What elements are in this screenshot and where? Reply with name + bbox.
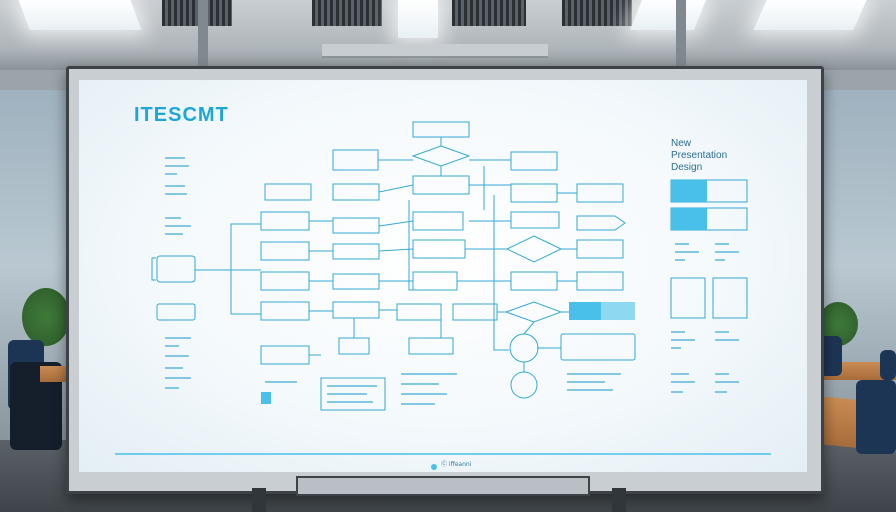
flowchart-diagram — [115, 121, 771, 470]
flow-box — [412, 239, 466, 259]
flow-circle — [510, 371, 538, 399]
flow-box — [412, 211, 464, 231]
flow-box — [264, 183, 312, 201]
flow-box — [332, 183, 380, 201]
flow-box — [510, 211, 560, 229]
flow-box — [576, 183, 624, 203]
ceiling-vent — [312, 0, 382, 26]
desk — [40, 366, 68, 382]
stand-leg — [252, 488, 266, 512]
ceiling-vent — [562, 0, 632, 26]
side-title-line: Design — [671, 162, 703, 173]
accent-block — [671, 208, 707, 230]
flow-box — [510, 151, 558, 171]
flow-decision — [411, 145, 471, 167]
accent-block — [671, 180, 707, 202]
scribble-text — [165, 157, 739, 405]
flow-box — [412, 121, 470, 138]
ceiling-light-right — [629, 0, 707, 30]
flow-box — [260, 345, 310, 365]
flow-box — [260, 211, 310, 231]
ceiling-post — [676, 0, 686, 66]
whiteboard-surface — [79, 80, 807, 472]
flow-box — [260, 301, 310, 321]
flow-box — [332, 217, 380, 234]
office-chair — [880, 350, 896, 380]
house-icon — [261, 392, 271, 404]
ceiling-light-far-right — [753, 0, 867, 30]
side-title-line: Presentation — [671, 150, 728, 161]
side-title-line: New — [671, 138, 692, 149]
accent-block — [569, 302, 601, 320]
ceiling-vent — [162, 0, 232, 26]
office-chair — [820, 336, 842, 376]
ceiling-vent — [452, 0, 526, 26]
flow-decision — [504, 301, 563, 323]
board-footer: Ⓒ iffeanni — [441, 461, 472, 468]
side-title: New Presentation Design — [671, 138, 761, 174]
flow-box — [332, 243, 380, 260]
flow-box — [332, 273, 380, 290]
whiteboard-tray — [296, 476, 590, 496]
flow-box — [576, 271, 624, 291]
stand-leg — [612, 488, 626, 512]
flow-box — [412, 175, 470, 195]
ceiling — [0, 0, 896, 70]
flow-box — [332, 301, 380, 319]
flow-box — [396, 303, 442, 321]
office-plant — [22, 288, 70, 346]
flow-circle — [509, 333, 539, 363]
ceiling-light-left — [18, 0, 142, 30]
flow-box — [510, 271, 558, 291]
flow-box — [412, 271, 458, 291]
flow-box — [408, 337, 454, 355]
flow-box — [560, 333, 636, 361]
flow-box — [576, 239, 624, 259]
flow-box — [260, 241, 310, 261]
ceiling-beam — [322, 44, 548, 58]
flow-box — [156, 303, 196, 321]
flow-box — [510, 183, 558, 203]
ceiling-post — [198, 0, 208, 66]
side-doc — [670, 277, 706, 319]
flow-box — [260, 271, 310, 291]
flow-start-box — [156, 255, 196, 283]
office-chair — [856, 380, 896, 454]
accent-block — [601, 302, 635, 320]
footer-dot — [431, 464, 437, 470]
flow-box — [332, 149, 379, 171]
flow-box — [320, 377, 386, 411]
flow-box — [452, 303, 498, 321]
board-title: ITESCMT — [134, 104, 229, 126]
ceiling-light-center — [398, 0, 438, 38]
flow-box — [338, 337, 370, 355]
side-doc — [712, 277, 748, 319]
flow-decision — [505, 235, 563, 263]
flow-arrow-box — [576, 215, 626, 231]
